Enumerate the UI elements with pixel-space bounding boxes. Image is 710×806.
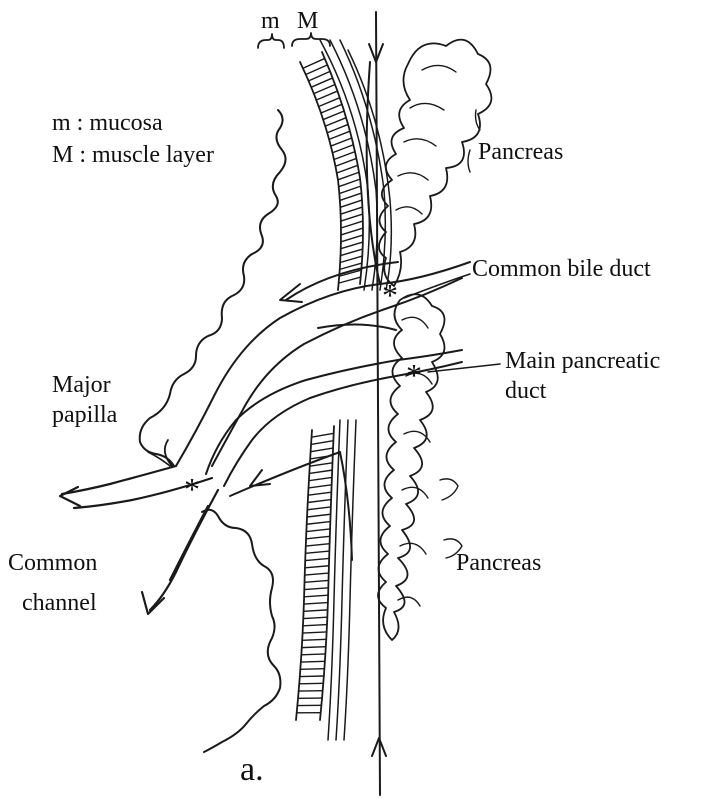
muscle-striation bbox=[306, 544, 330, 546]
muscle-striation bbox=[309, 470, 332, 473]
muscle-striation bbox=[305, 558, 329, 560]
muscle-striation bbox=[303, 58, 325, 68]
label-common-bile-duct: Common bile duct bbox=[472, 256, 651, 282]
mucosa-surface-lower bbox=[202, 510, 280, 752]
muscle-striation bbox=[321, 104, 342, 113]
muscle-striation bbox=[311, 448, 333, 452]
lower-branch-arrow-icon bbox=[142, 592, 164, 614]
label-common-channel-line1: Common bbox=[8, 550, 97, 576]
pancreas-lower-side-lobules bbox=[440, 479, 462, 558]
muscle-striation bbox=[309, 71, 330, 80]
muscle-striation bbox=[301, 654, 325, 655]
common-channel-lower-branch-inner bbox=[170, 506, 208, 580]
asterisk-bile-duct: * bbox=[382, 277, 398, 313]
bracket-m bbox=[258, 34, 284, 48]
label-pancreas-lower: Pancreas bbox=[456, 550, 541, 576]
muscle-striation bbox=[312, 433, 334, 437]
muscle-striation bbox=[303, 632, 327, 633]
muscle-striation bbox=[310, 463, 333, 466]
muscle-striation bbox=[340, 256, 362, 262]
muscle-striation bbox=[304, 610, 328, 611]
muscle-striation bbox=[301, 661, 325, 662]
muscle-striation bbox=[314, 84, 335, 93]
pancreas-lower-lobules bbox=[378, 294, 445, 640]
pancreatic-duct-branch bbox=[318, 324, 396, 330]
muscle-striation bbox=[309, 477, 332, 480]
muscle-striation bbox=[302, 647, 326, 648]
panel-label: a. bbox=[240, 751, 264, 788]
muscle-striation bbox=[341, 207, 363, 214]
muscle-striation bbox=[304, 603, 328, 605]
muscle-striation bbox=[307, 522, 331, 525]
muscle-striation bbox=[305, 551, 329, 553]
label-main-pancreatic-duct-line2: duct bbox=[505, 378, 547, 404]
muscle-striation bbox=[306, 536, 330, 538]
label-major-papilla-line2: papilla bbox=[52, 402, 118, 428]
muscle-band-upper-left bbox=[300, 62, 341, 290]
muscle-striation bbox=[339, 179, 360, 187]
muscle-striation bbox=[305, 573, 329, 575]
muscle-striation bbox=[300, 669, 324, 670]
muscle-striation bbox=[339, 186, 361, 193]
muscle-striation bbox=[341, 235, 363, 242]
bracket-M bbox=[292, 33, 330, 46]
muscle-striation bbox=[341, 228, 363, 235]
label-pancreas-upper: Pancreas bbox=[478, 139, 563, 165]
muscle-striation bbox=[302, 639, 326, 640]
asterisk-pancreatic-duct: * bbox=[406, 357, 422, 393]
muscle-striation bbox=[311, 441, 333, 445]
label-main-pancreatic-duct-line1: Main pancreatic bbox=[505, 348, 660, 374]
muscle-striation bbox=[325, 118, 346, 126]
muscle-striation bbox=[304, 580, 328, 582]
muscle-striation bbox=[341, 214, 363, 221]
muscle-striation bbox=[304, 595, 328, 597]
muscle-striation bbox=[323, 111, 344, 120]
muscle-striation bbox=[341, 221, 363, 228]
muscle-striations-lower bbox=[297, 433, 334, 712]
muscle-striation bbox=[337, 165, 358, 173]
muscle-striation bbox=[331, 138, 352, 146]
muscle-striation bbox=[306, 529, 330, 532]
bracket-label-M: M bbox=[297, 8, 318, 34]
muscle-striations-upper bbox=[303, 58, 363, 283]
asterisk-common-channel: * bbox=[184, 471, 200, 507]
muscle-striation bbox=[305, 566, 329, 568]
muscle-striation bbox=[308, 492, 331, 495]
muscle-striation bbox=[327, 124, 348, 132]
pancreatic-duct-wall-upper bbox=[206, 350, 462, 474]
muscle-striation bbox=[303, 617, 327, 618]
muscle-striation bbox=[340, 193, 362, 200]
muscle-striation bbox=[329, 131, 350, 139]
legend-mucosa: m : mucosa bbox=[52, 110, 163, 136]
muscle-striation bbox=[341, 242, 363, 249]
muscle-striation bbox=[306, 65, 328, 75]
label-major-papilla-line1: Major bbox=[52, 372, 111, 398]
papilla-inner-loop bbox=[230, 452, 352, 560]
muscle-striation bbox=[335, 158, 356, 166]
muscle-striation bbox=[333, 145, 354, 153]
common-channel-arrow-icon bbox=[60, 487, 80, 506]
legend-muscle-layer: M : muscle layer bbox=[52, 142, 214, 168]
muscle-striation bbox=[316, 91, 337, 100]
muscle-striation bbox=[304, 588, 328, 590]
muscle-striation bbox=[300, 676, 324, 677]
muscle-striation bbox=[341, 249, 363, 256]
muscle-striation bbox=[334, 152, 355, 160]
pancreas-upper-lobules bbox=[379, 40, 491, 286]
muscle-striation bbox=[303, 625, 327, 626]
muscle-striation bbox=[339, 277, 361, 283]
muscle-striation bbox=[338, 172, 359, 180]
muscle-striation bbox=[340, 200, 362, 207]
muscle-striation bbox=[319, 98, 340, 107]
muscle-striation bbox=[311, 78, 332, 87]
label-common-channel-line2: channel bbox=[22, 590, 97, 616]
muscle-striation bbox=[307, 514, 331, 517]
muscle-striation bbox=[308, 485, 331, 488]
muscle-striation bbox=[308, 500, 331, 503]
bracket-label-m: m bbox=[261, 8, 280, 34]
muscle-striation bbox=[307, 507, 330, 510]
common-channel-wall-upper bbox=[62, 466, 176, 494]
